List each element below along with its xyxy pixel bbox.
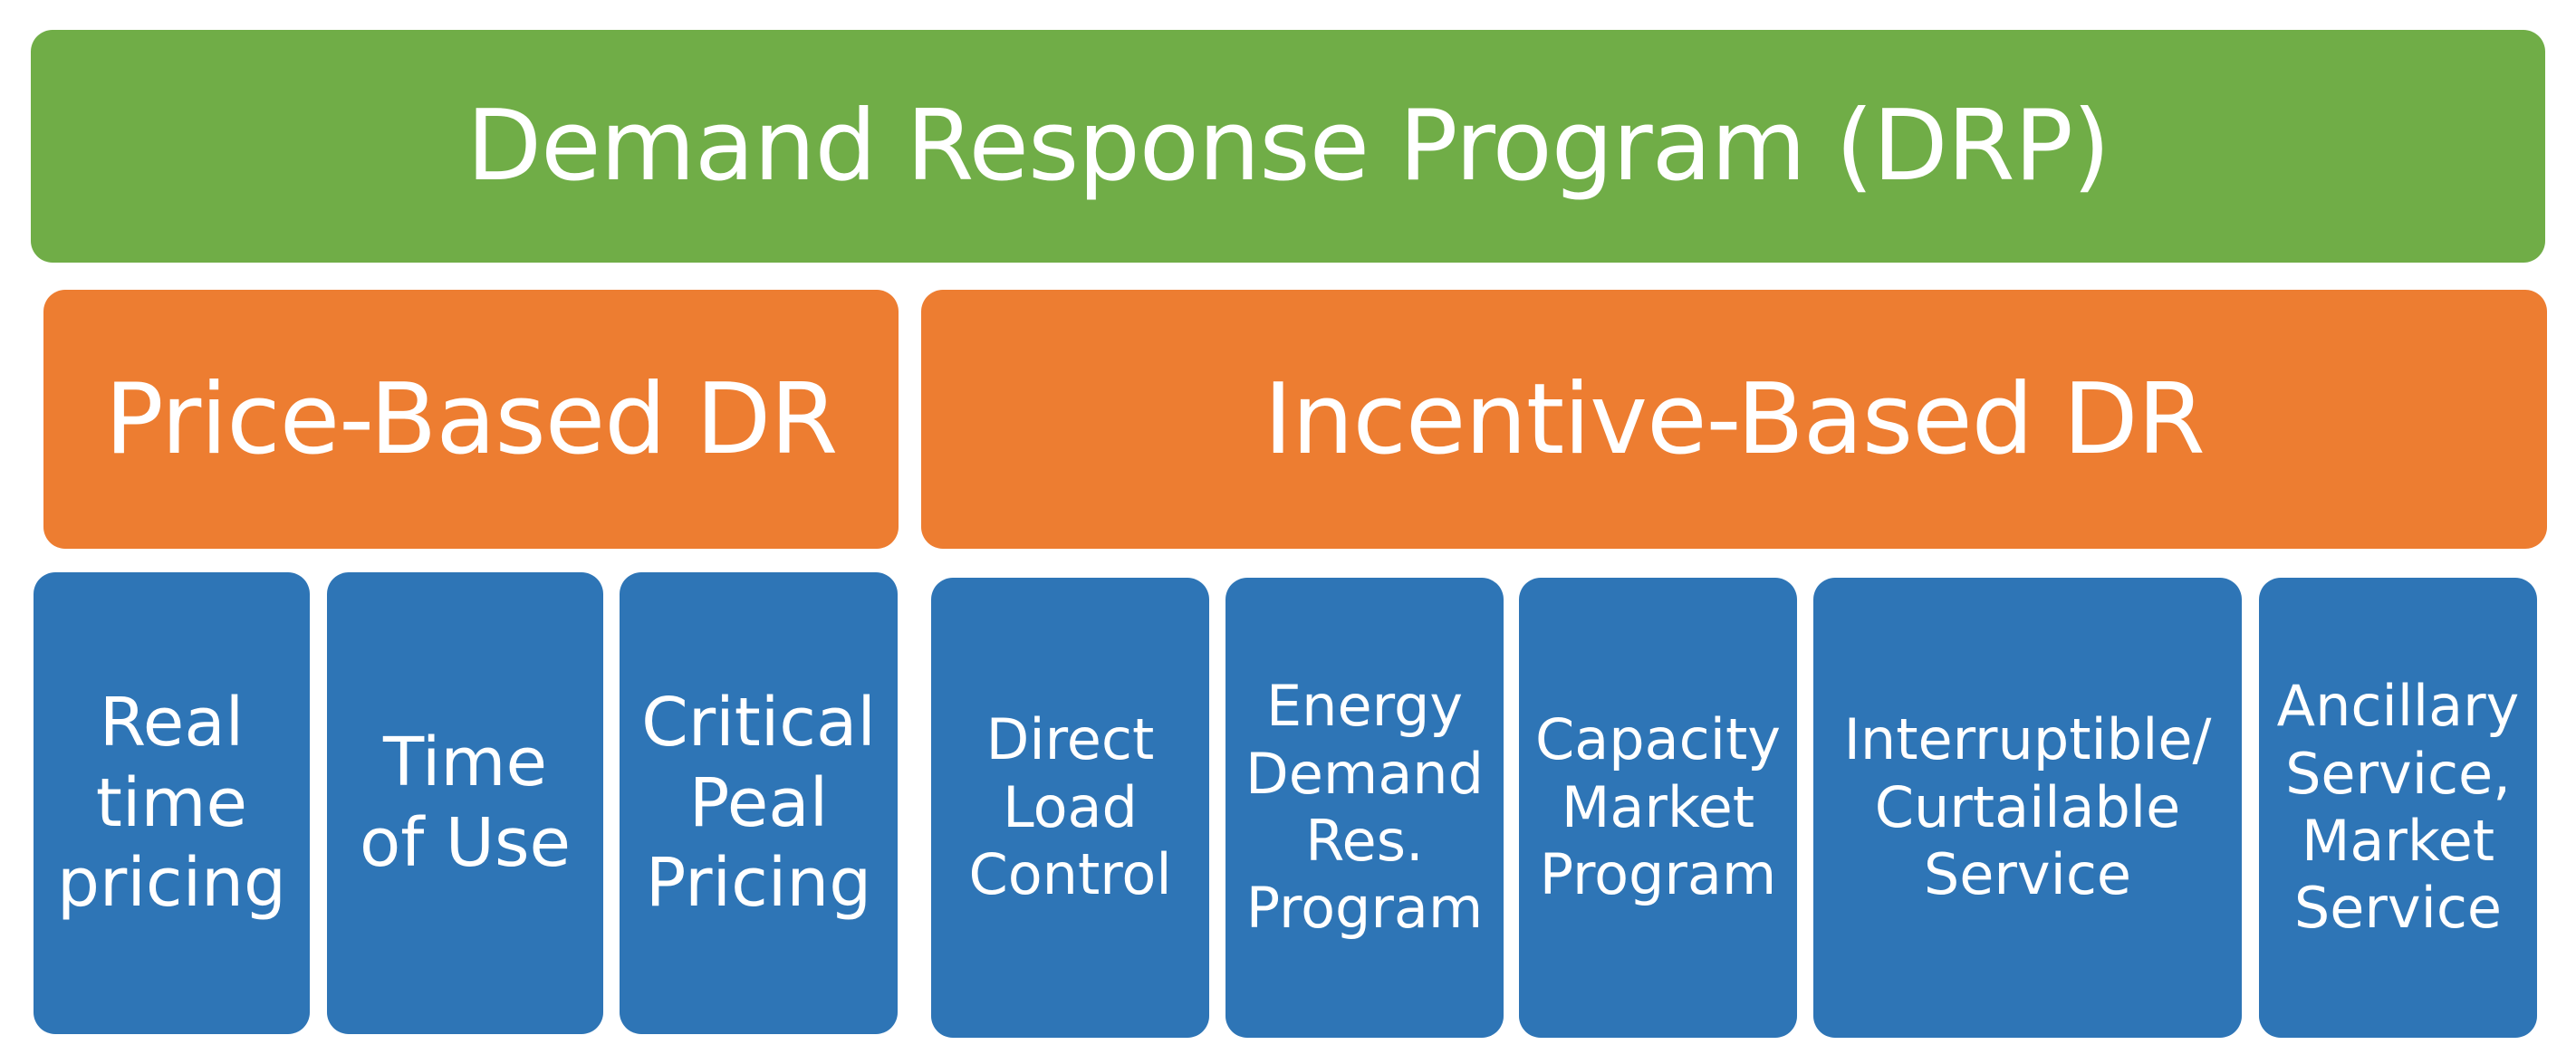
time-of-use-box: Time of Use: [327, 572, 603, 1034]
incentive-based-dr-box: Incentive-Based DR: [921, 290, 2547, 549]
interruptible-curtailable-service-box: Interruptible/ Curtailable Service: [1813, 578, 2242, 1038]
energy-demand-res-program-label: Energy Demand Res. Program: [1245, 673, 1484, 942]
price-based-dr-box: Price-Based DR: [43, 290, 899, 549]
interruptible-curtailable-service-label: Interruptible/ Curtailable Service: [1843, 706, 2212, 908]
time-of-use-label: Time of Use: [359, 724, 572, 882]
direct-load-control-box: Direct Load Control: [931, 578, 1209, 1038]
critical-peal-pricing-label: Critical Peal Pricing: [641, 683, 876, 923]
real-time-pricing-label: Real time pricing: [56, 683, 287, 923]
ancillary-market-service-label: Ancillary Service, Market Service: [2276, 673, 2520, 942]
capacity-market-program-label: Capacity Market Program: [1535, 706, 1781, 908]
critical-peal-pricing-box: Critical Peal Pricing: [620, 572, 898, 1034]
ancillary-market-service-box: Ancillary Service, Market Service: [2259, 578, 2537, 1038]
energy-demand-res-program-box: Energy Demand Res. Program: [1226, 578, 1504, 1038]
real-time-pricing-box: Real time pricing: [34, 572, 310, 1034]
capacity-market-program-box: Capacity Market Program: [1519, 578, 1797, 1038]
drp-root-label: Demand Response Program (DRP): [466, 90, 2110, 203]
incentive-based-dr-label: Incentive-Based DR: [1264, 362, 2205, 476]
price-based-dr-label: Price-Based DR: [104, 362, 839, 476]
drp-root-box: Demand Response Program (DRP): [31, 30, 2545, 263]
direct-load-control-label: Direct Load Control: [968, 706, 1172, 908]
